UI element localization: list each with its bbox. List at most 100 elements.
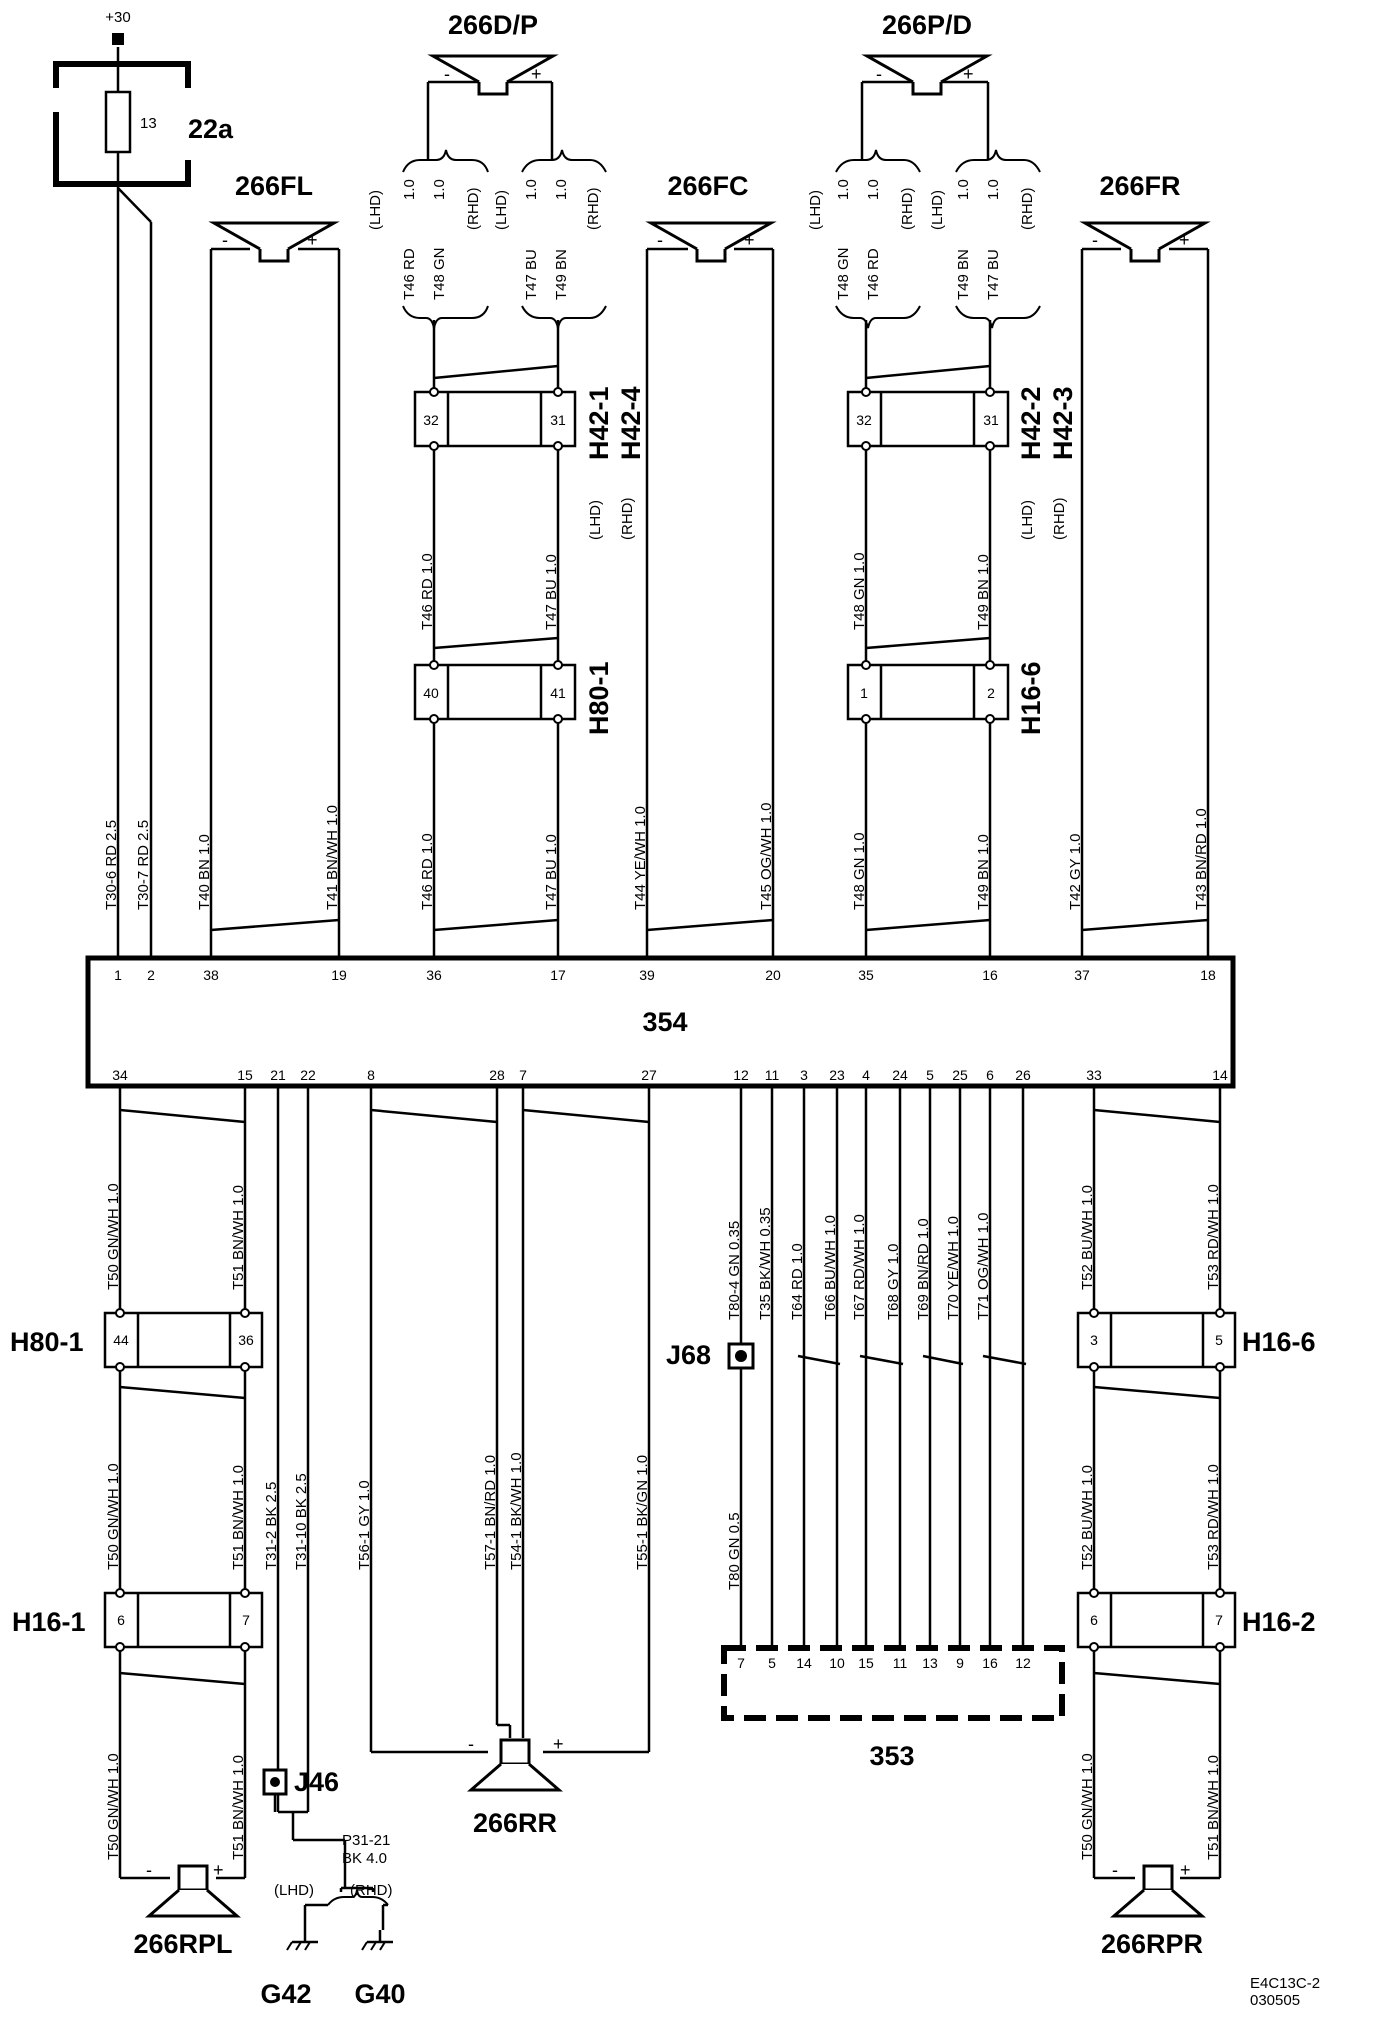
- svg-text:(LHD): (LHD): [587, 500, 604, 540]
- pin-354-19: 19: [331, 967, 347, 983]
- pin-354-37: 37: [1074, 967, 1090, 983]
- wire-label: T50 GN/WH 1.0: [105, 1463, 122, 1570]
- connector-h16-6-top: [846, 663, 1010, 721]
- wire-label: T69 BN/RD 1.0: [915, 1218, 932, 1320]
- connector-h80-1-bottom-label: H80-1: [10, 1327, 84, 1357]
- svg-text:-: -: [1092, 230, 1098, 250]
- svg-text:1.0: 1.0: [553, 179, 570, 200]
- wire-label: T45 OG/WH 1.0: [758, 802, 775, 910]
- svg-text:+: +: [553, 1734, 564, 1754]
- ground-g40-label: G40: [354, 1979, 405, 2009]
- svg-text:1.0: 1.0: [401, 179, 418, 200]
- unit-353-label: 353: [869, 1741, 914, 1771]
- wire-label: T64 RD 1.0: [789, 1243, 806, 1320]
- drawing-date: 030505: [1250, 1992, 1300, 2009]
- splice-j68-label: J68: [666, 1340, 711, 1370]
- speaker-266fr: 266FR - +: [1083, 171, 1207, 263]
- connector-h42-2-label: H42-2: [1016, 386, 1046, 460]
- pin-354-11: 11: [765, 1067, 780, 1083]
- wire-label: T40 BN 1.0: [196, 834, 213, 910]
- svg-text:3: 3: [1090, 1332, 1098, 1348]
- wire-label: T51 BN/WH 1.0: [230, 1465, 247, 1570]
- pin-354-15: 15: [237, 1067, 253, 1083]
- pin-353-7: 7: [737, 1655, 745, 1671]
- wire-label: T30-6 RD 2.5: [103, 820, 120, 910]
- pin-354-6: 6: [986, 1067, 994, 1083]
- supply-label: +30: [105, 9, 130, 26]
- connector-h16-2: [1076, 1591, 1237, 1649]
- svg-text:-: -: [1112, 1860, 1118, 1880]
- fuse-box: 13 22a: [53, 61, 234, 187]
- speaker-266fr-label: 266FR: [1099, 171, 1180, 201]
- speaker-266rr: 266RR - +: [468, 1734, 564, 1838]
- speaker-266fl: 266FL - +: [212, 171, 336, 263]
- svg-text:(LHD): (LHD): [493, 190, 510, 230]
- wire-label: T56-1 GY 1.0: [356, 1480, 373, 1570]
- pin-354-22: 22: [300, 1067, 316, 1083]
- svg-text:(LHD): (LHD): [807, 190, 824, 230]
- wire-label: T54-1 BK/WH 1.0: [508, 1452, 525, 1570]
- speaker-266pd: 266P/D - +: [865, 10, 989, 96]
- svg-text:32: 32: [423, 412, 439, 428]
- svg-text:2: 2: [987, 685, 995, 701]
- pin-353-12: 12: [1015, 1655, 1031, 1671]
- pin-354-25: 25: [952, 1067, 968, 1083]
- wire-label: T51 BN/WH 1.0: [230, 1755, 247, 1860]
- svg-text:(LHD): (LHD): [1019, 500, 1036, 540]
- wire-label: T53 RD/WH 1.0: [1205, 1464, 1222, 1570]
- svg-text:+: +: [307, 230, 318, 250]
- wire-label: T57-1 BN/RD 1.0: [482, 1455, 499, 1570]
- unit-354-label: 354: [642, 1007, 687, 1037]
- svg-text:+: +: [213, 1860, 224, 1880]
- svg-text:(RHD): (RHD): [619, 498, 636, 541]
- pin-354-16: 16: [982, 967, 998, 983]
- wire-label: T50 GN/WH 1.0: [105, 1753, 122, 1860]
- wire-label: T52 BU/WH 1.0: [1079, 1465, 1096, 1570]
- svg-text:1.0: 1.0: [865, 179, 882, 200]
- speaker-266rr-label: 266RR: [473, 1808, 557, 1838]
- wire-label: T30-7 RD 2.5: [135, 820, 152, 910]
- pin-353-16: 16: [982, 1655, 998, 1671]
- wire-label: T49 BN 1.0: [975, 554, 992, 630]
- ground-g40: G40: [354, 1903, 406, 2009]
- svg-text:31: 31: [983, 412, 999, 428]
- pin-354-26: 26: [1015, 1067, 1031, 1083]
- svg-text:1.0: 1.0: [431, 179, 448, 200]
- wire-label: T48 GN 1.0: [851, 832, 868, 910]
- wire-label: T49 BN: [955, 249, 972, 300]
- wire-label: T42 GY 1.0: [1067, 834, 1084, 910]
- connector-h16-6-top-label: H16-6: [1016, 661, 1046, 735]
- svg-text:-: -: [657, 230, 663, 250]
- wire-label: T31-10 BK 2.5: [293, 1473, 310, 1570]
- svg-text:31: 31: [550, 412, 566, 428]
- svg-text:-: -: [222, 230, 228, 250]
- pin-354-3: 3: [800, 1067, 808, 1083]
- wire-label: T48 GN 1.0: [851, 552, 868, 630]
- pin-353-5: 5: [768, 1655, 776, 1671]
- fuse-id: 22a: [188, 114, 234, 144]
- svg-text:40: 40: [423, 685, 439, 701]
- svg-text:5: 5: [1215, 1332, 1223, 1348]
- svg-text:+: +: [531, 64, 542, 84]
- svg-text:(LHD): (LHD): [367, 190, 384, 230]
- drawing-id: E4C13C-2: [1250, 1975, 1320, 1992]
- pin-354-2: 2: [147, 967, 155, 983]
- svg-text:(RHD): (RHD): [465, 188, 482, 231]
- connector-h42-1-label: H42-1: [584, 386, 614, 460]
- svg-text:+: +: [1179, 230, 1190, 250]
- svg-text:32: 32: [856, 412, 872, 428]
- wire-label: T48 GN: [431, 247, 448, 300]
- svg-text:1: 1: [860, 685, 868, 701]
- pin-354-14: 14: [1212, 1067, 1228, 1083]
- wire-label: T41 BN/WH 1.0: [324, 805, 341, 910]
- wire-label: T46 RD 1.0: [419, 553, 436, 630]
- pin-354-23: 23: [829, 1067, 845, 1083]
- wire-label: T49 BN 1.0: [975, 834, 992, 910]
- ground-wire-id: P31-21: [342, 1832, 390, 1849]
- pin-354-24: 24: [892, 1067, 908, 1083]
- svg-text:1.0: 1.0: [523, 179, 540, 200]
